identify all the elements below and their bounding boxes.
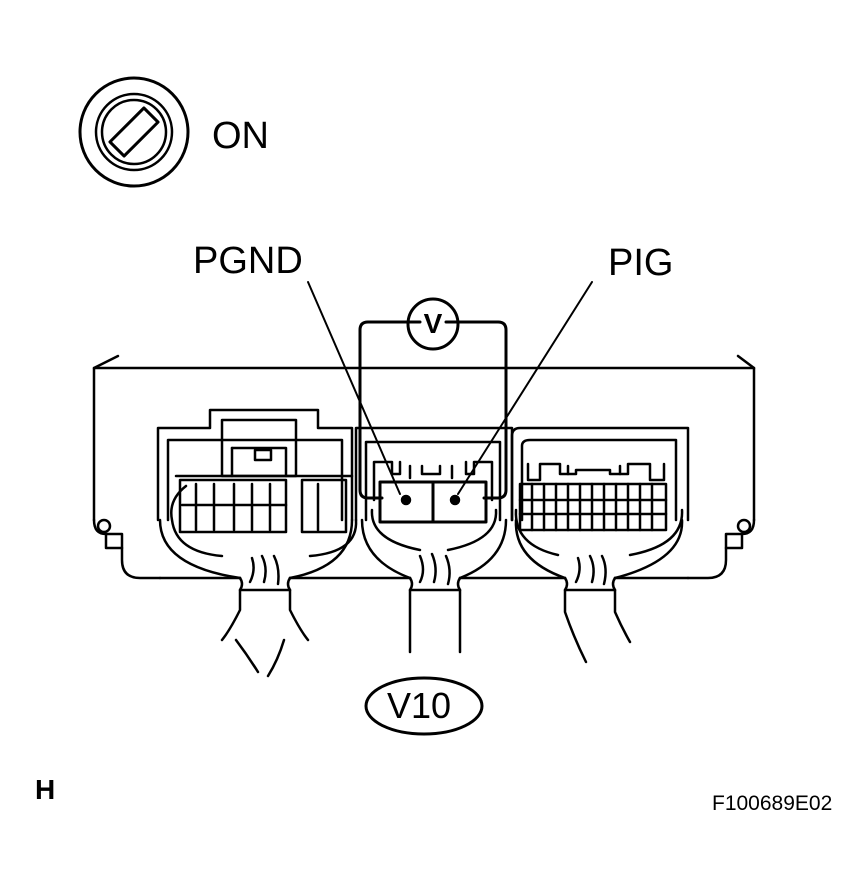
ecu-housing: [92, 354, 756, 580]
pgnd-terminal-label: PGND: [193, 240, 303, 282]
left-connector: [156, 408, 358, 580]
ignition-position-label: ON: [212, 115, 269, 157]
view-code-label: H: [35, 774, 56, 805]
right-connector: [510, 426, 690, 580]
connector-code-ellipse: [364, 676, 484, 736]
pig-terminal-point: [449, 494, 461, 506]
voltmeter-leads: [358, 320, 508, 500]
pig-leader-line: [457, 281, 593, 495]
pgnd-leader-line: [307, 281, 401, 495]
voltmeter-icon: [406, 297, 460, 351]
pgnd-terminal-point: [400, 494, 412, 506]
pig-terminal-label: PIG: [608, 242, 674, 284]
connector-code-label: V10: [387, 685, 452, 726]
ignition-key-icon: [78, 76, 190, 188]
middle-connector: [354, 426, 514, 580]
wire-harnesses: [220, 552, 632, 678]
figure-id-label: F100689E02: [712, 792, 833, 815]
voltmeter-symbol: V: [423, 308, 443, 339]
